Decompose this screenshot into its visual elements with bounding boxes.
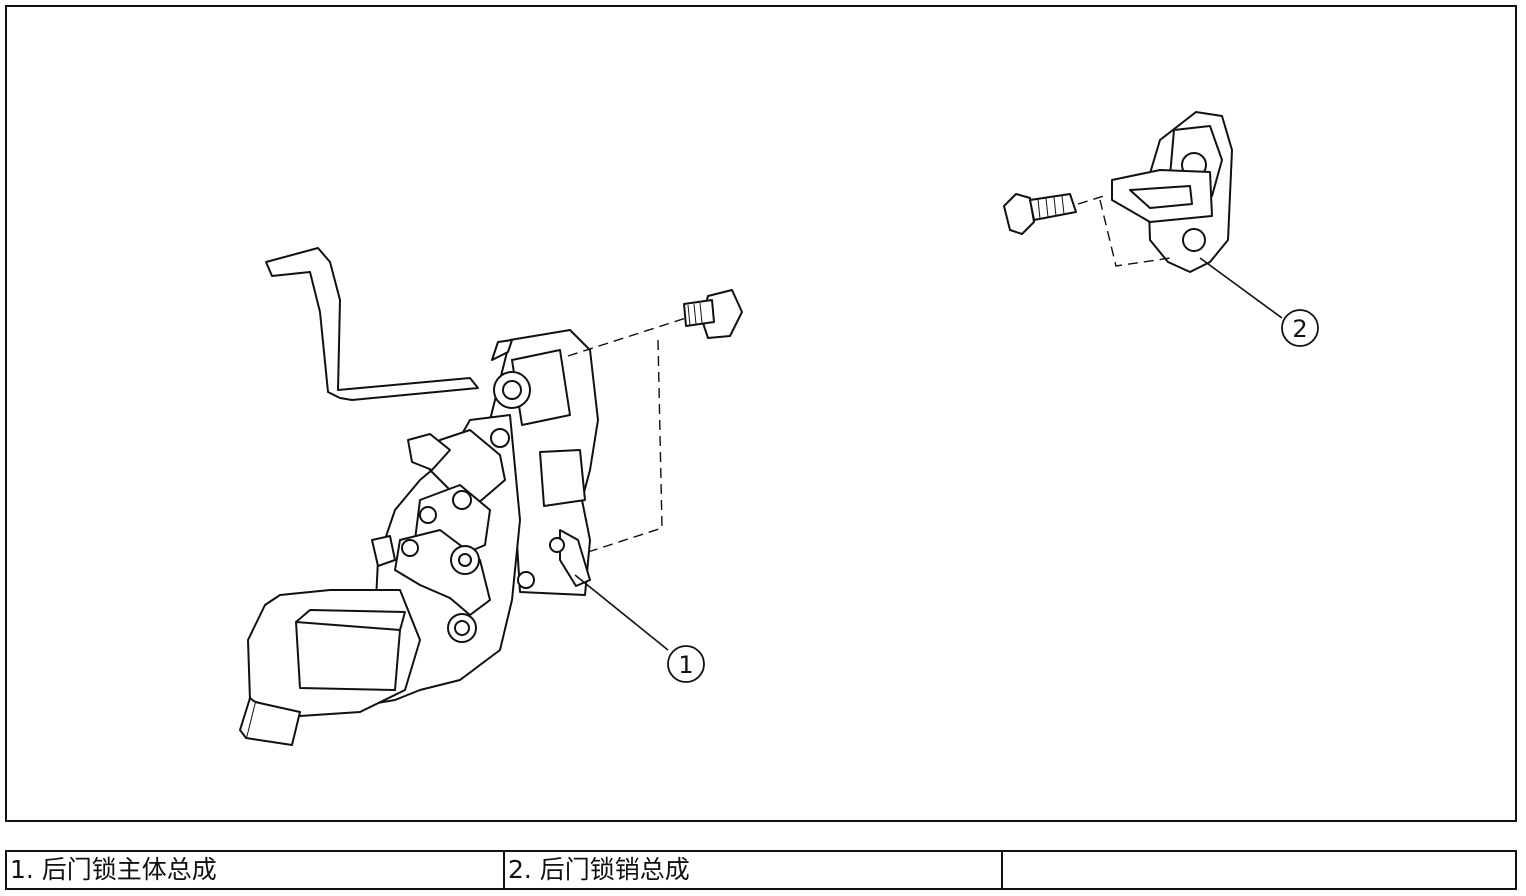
door-lock-body-assembly [239, 247, 599, 746]
control-rod [265, 247, 479, 401]
parts-legend-table: 1. 后门锁主体总成 2. 后门锁销总成 [5, 850, 1517, 890]
door-striker-assembly [1003, 111, 1233, 273]
callout-2: 2 [1281, 309, 1319, 347]
lock-mounting-screw [683, 289, 743, 339]
legend-item-2: 2. 后门锁销总成 [505, 852, 1003, 888]
striker-screw-thread [1029, 193, 1077, 221]
callout-number-1: 1 [678, 651, 693, 679]
leader-line-2 [1199, 257, 1283, 319]
legend-item-3 [1003, 852, 1515, 888]
assembly-guide-lines [567, 195, 1171, 553]
leader-line-1 [574, 574, 669, 651]
callout-1: 1 [667, 645, 705, 683]
legend-item-1: 1. 后门锁主体总成 [7, 852, 505, 888]
callout-number-2: 2 [1292, 315, 1307, 343]
striker-screw-head [1003, 193, 1035, 235]
